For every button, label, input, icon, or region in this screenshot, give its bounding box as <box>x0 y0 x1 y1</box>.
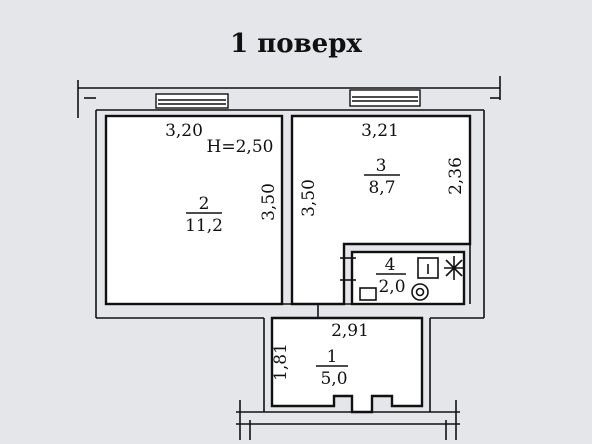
top-wall <box>77 76 501 118</box>
window-room2 <box>155 93 229 109</box>
left-wall <box>95 110 107 318</box>
room4-area: 2,0 <box>378 277 405 297</box>
partition-2-3 <box>281 116 293 304</box>
hall-walls <box>236 318 460 440</box>
room3-height-right-dim: 2,36 <box>446 157 466 195</box>
toilet-icon <box>411 283 429 301</box>
room1-number: 1 <box>327 347 338 367</box>
room4-number: 4 <box>385 255 396 275</box>
room1-area: 5,0 <box>320 369 347 389</box>
room2-width-dim: 3,20 <box>165 121 203 141</box>
ceiling-height-note: H=2,50 <box>207 137 274 157</box>
window-room3 <box>349 89 421 107</box>
sink-icon <box>417 257 439 279</box>
room3-number: 3 <box>376 156 387 176</box>
room2-height-dim: 3,50 <box>259 183 279 221</box>
room3-width-dim: 3,21 <box>361 121 399 141</box>
room1-width-dim: 2,91 <box>331 321 369 341</box>
room1-height-dim: 1,81 <box>271 343 291 381</box>
room-4 <box>350 250 466 306</box>
bathroom-partition <box>340 243 470 304</box>
room3-height-left-dim: 3,50 <box>299 179 319 217</box>
floor-title: 1 поверх <box>230 29 362 59</box>
room3-area: 8,7 <box>368 178 395 198</box>
bath-tray-icon <box>359 287 377 301</box>
room2-number: 2 <box>199 194 210 214</box>
shower-icon <box>444 256 464 280</box>
room2-area: 11,2 <box>185 216 223 236</box>
right-wall <box>469 110 485 318</box>
